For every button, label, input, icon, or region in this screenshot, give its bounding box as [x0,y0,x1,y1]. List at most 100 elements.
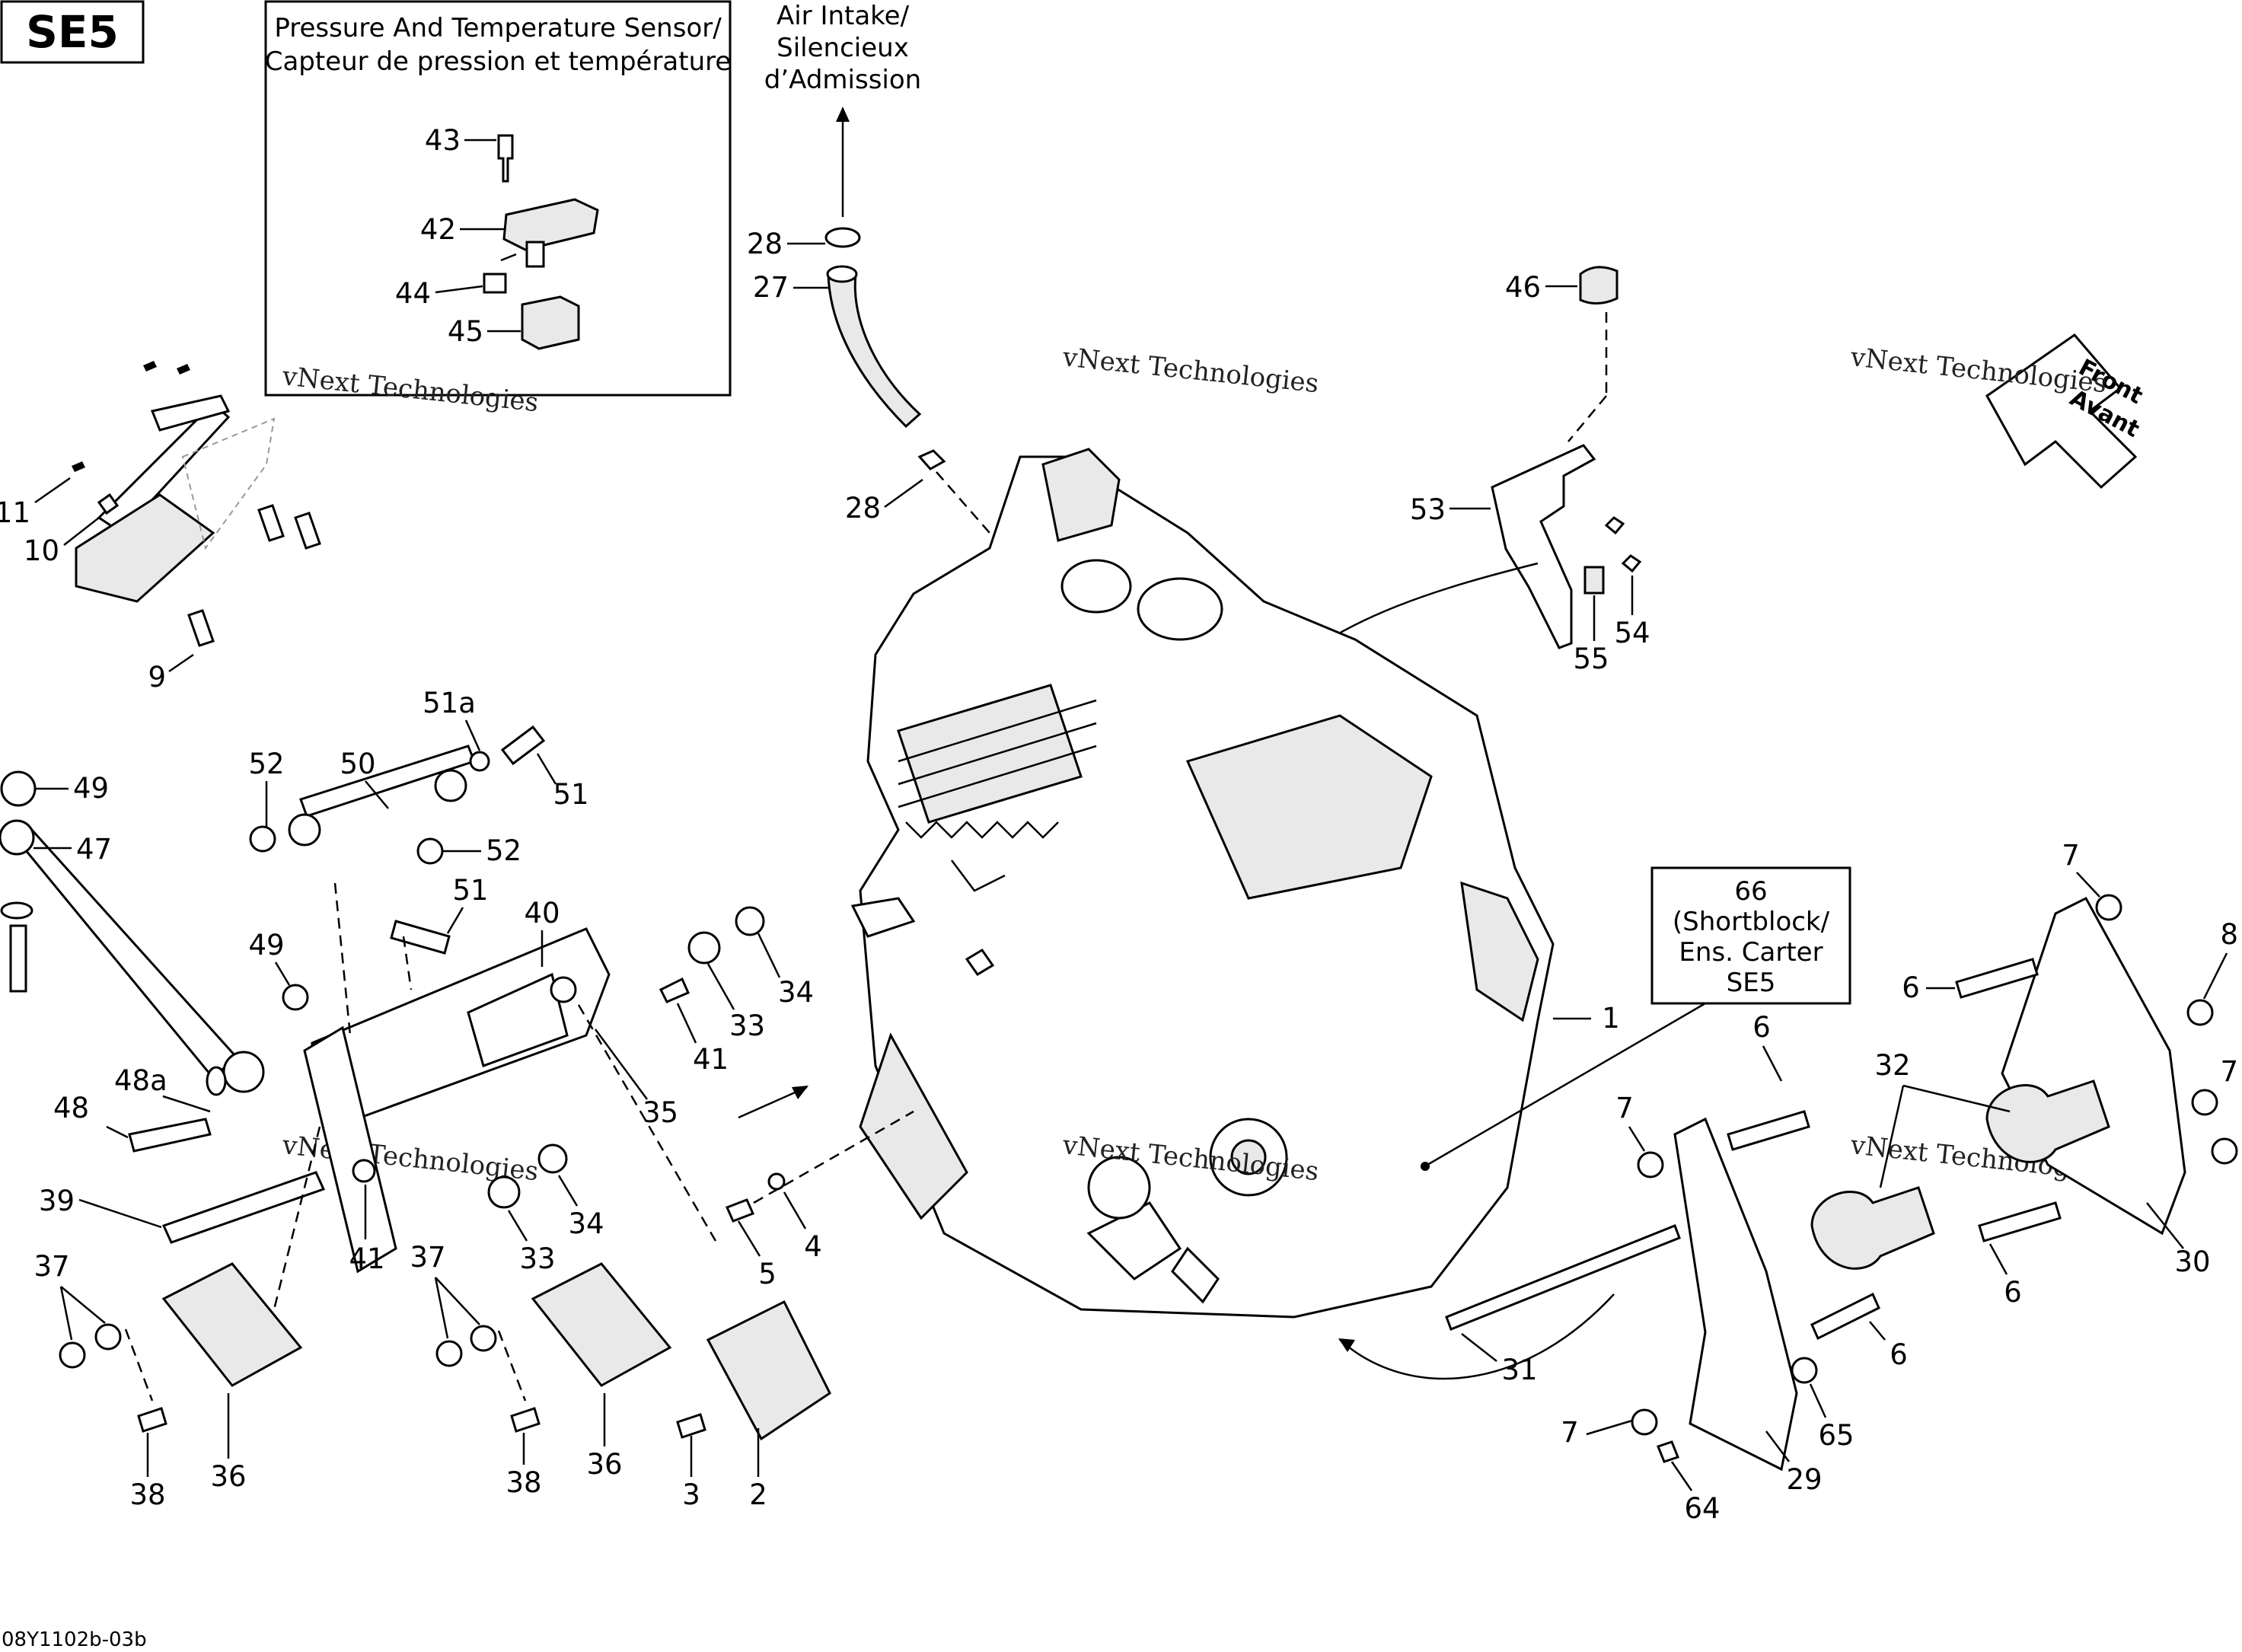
callout-7-top: 7 [2062,839,2080,872]
bolt-6-low [1810,1292,1880,1341]
bushing-32a [1810,1186,1935,1270]
callout-51a: 51a [423,687,476,719]
bolt-6-top [1955,958,2039,999]
intake-port [1137,577,1223,641]
plate-29 [1673,1117,1798,1472]
nut-37c [435,1340,463,1367]
callout-8: 8 [2220,918,2238,951]
intake-hose [824,227,1044,595]
callout-65: 65 [1818,1419,1854,1452]
callout-50: 50 [340,748,375,780]
washer-33-upper [687,931,721,965]
bolt-31 [1445,1224,1681,1331]
plate-30 [2001,897,2186,1236]
shortblock-box: 66 (Shortblock/ Ens. Carter SE5 [1421,866,1851,1171]
callout-6-right: 6 [2004,1276,2022,1309]
screw-41-right [659,977,690,1003]
clamp-28-bottom [917,449,946,470]
nut-49 [0,770,37,807]
callout-37-left: 37 [33,1250,69,1283]
bolt-48a [128,1118,212,1153]
bolt-6-right [1978,1201,2062,1242]
inset-title-en: Pressure And Temperature Sensor/ [274,13,722,43]
callout-52-right: 52 [486,834,521,867]
nut-37a [59,1341,86,1369]
callout-9: 9 [148,661,166,694]
shortblock-number: 66 [1734,876,1767,907]
sensor-inset: Pressure And Temperature Sensor/ Capteur… [264,0,732,397]
bolt-64 [1657,1440,1679,1463]
air-intake-line1: Air Intake/ [777,1,910,31]
air-intake-line2: Silencieux [777,33,909,63]
screw-54a [1604,516,1625,535]
nut-65 [1791,1357,1818,1384]
screw-43 [497,134,514,183]
front-arrow: Front Avant [1985,333,2147,490]
nut-34-upper [735,906,765,936]
nut-7-top [2095,894,2122,921]
callout-64: 64 [1684,1492,1720,1525]
callout-2: 2 [749,1478,767,1511]
clip-45 [521,295,580,350]
nut-8 [2186,999,2214,1026]
bolts-4-5 [725,1086,914,1223]
callout-38-right: 38 [505,1466,541,1499]
seal-44 [483,273,507,294]
callout-51-top: 51 [553,778,588,811]
callout-3: 3 [682,1478,700,1511]
callout-51-mid: 51 [452,874,488,907]
shortblock-line4: SE5 [1727,968,1776,998]
washer-51a [469,751,490,772]
watermark-2: vNext Technologies [1060,342,1320,399]
callout-41-right: 41 [693,1043,729,1076]
callout-6-top: 6 [1902,971,1920,1004]
arrow-left-icon [1338,1338,1355,1352]
screw-41-left [352,1159,376,1183]
callout-48a: 48a [114,1064,167,1097]
callout-29: 29 [1786,1463,1822,1496]
throttle-body [1041,448,1121,542]
washer-33-lower [487,1175,521,1209]
nut-37b [94,1323,122,1351]
callout-33-upper: 33 [729,1009,765,1042]
bolt-38-left [137,1407,167,1433]
callout-7-bottom: 7 [1561,1416,1579,1449]
callout-32: 32 [1874,1049,1910,1082]
callout-54: 54 [1614,617,1650,649]
nut-52-left [249,825,276,853]
callout-49-top: 49 [73,772,109,805]
callout-48: 48 [53,1092,89,1124]
callout-34-lower: 34 [568,1207,604,1240]
engine-mounts [59,1262,831,1441]
bolt-48 [9,924,27,993]
shortblock-line2: (Shortblock/ [1673,907,1830,937]
callout-52-left: 52 [248,748,284,780]
callout-55: 55 [1573,643,1609,675]
clip-55 [1583,566,1605,595]
shortblock-line3: Ens. Carter [1679,937,1823,968]
callouts: 43 42 44 45 28 27 28 46 11 10 9 53 54 55… [0,124,2238,1525]
diagram-code-badge: SE5 [0,0,145,64]
mount-bracket-assembly [0,725,765,1310]
washer-4 [767,1172,786,1191]
mount-36-left [161,1262,303,1387]
engine-assembly [850,448,1555,1319]
callout-7-left: 7 [1615,1092,1634,1124]
sensor-42 [502,198,599,251]
callout-40: 40 [524,897,560,930]
callout-6-low: 6 [1890,1338,1908,1371]
valve-cover [1185,714,1433,900]
rear-mount-assembly [1338,894,2238,1472]
nut-49-lower [282,984,309,1011]
bracket-assembly-53 [1277,266,1642,679]
nut-52-right [416,837,444,865]
callout-45: 45 [448,315,483,348]
mount-36-right [531,1262,672,1387]
callout-33-lower: 33 [519,1242,555,1275]
connector [850,897,916,938]
callout-5: 5 [758,1258,777,1290]
callout-36-right: 36 [586,1448,622,1481]
callout-11: 11 [0,496,30,529]
screw-54b [1621,554,1642,573]
